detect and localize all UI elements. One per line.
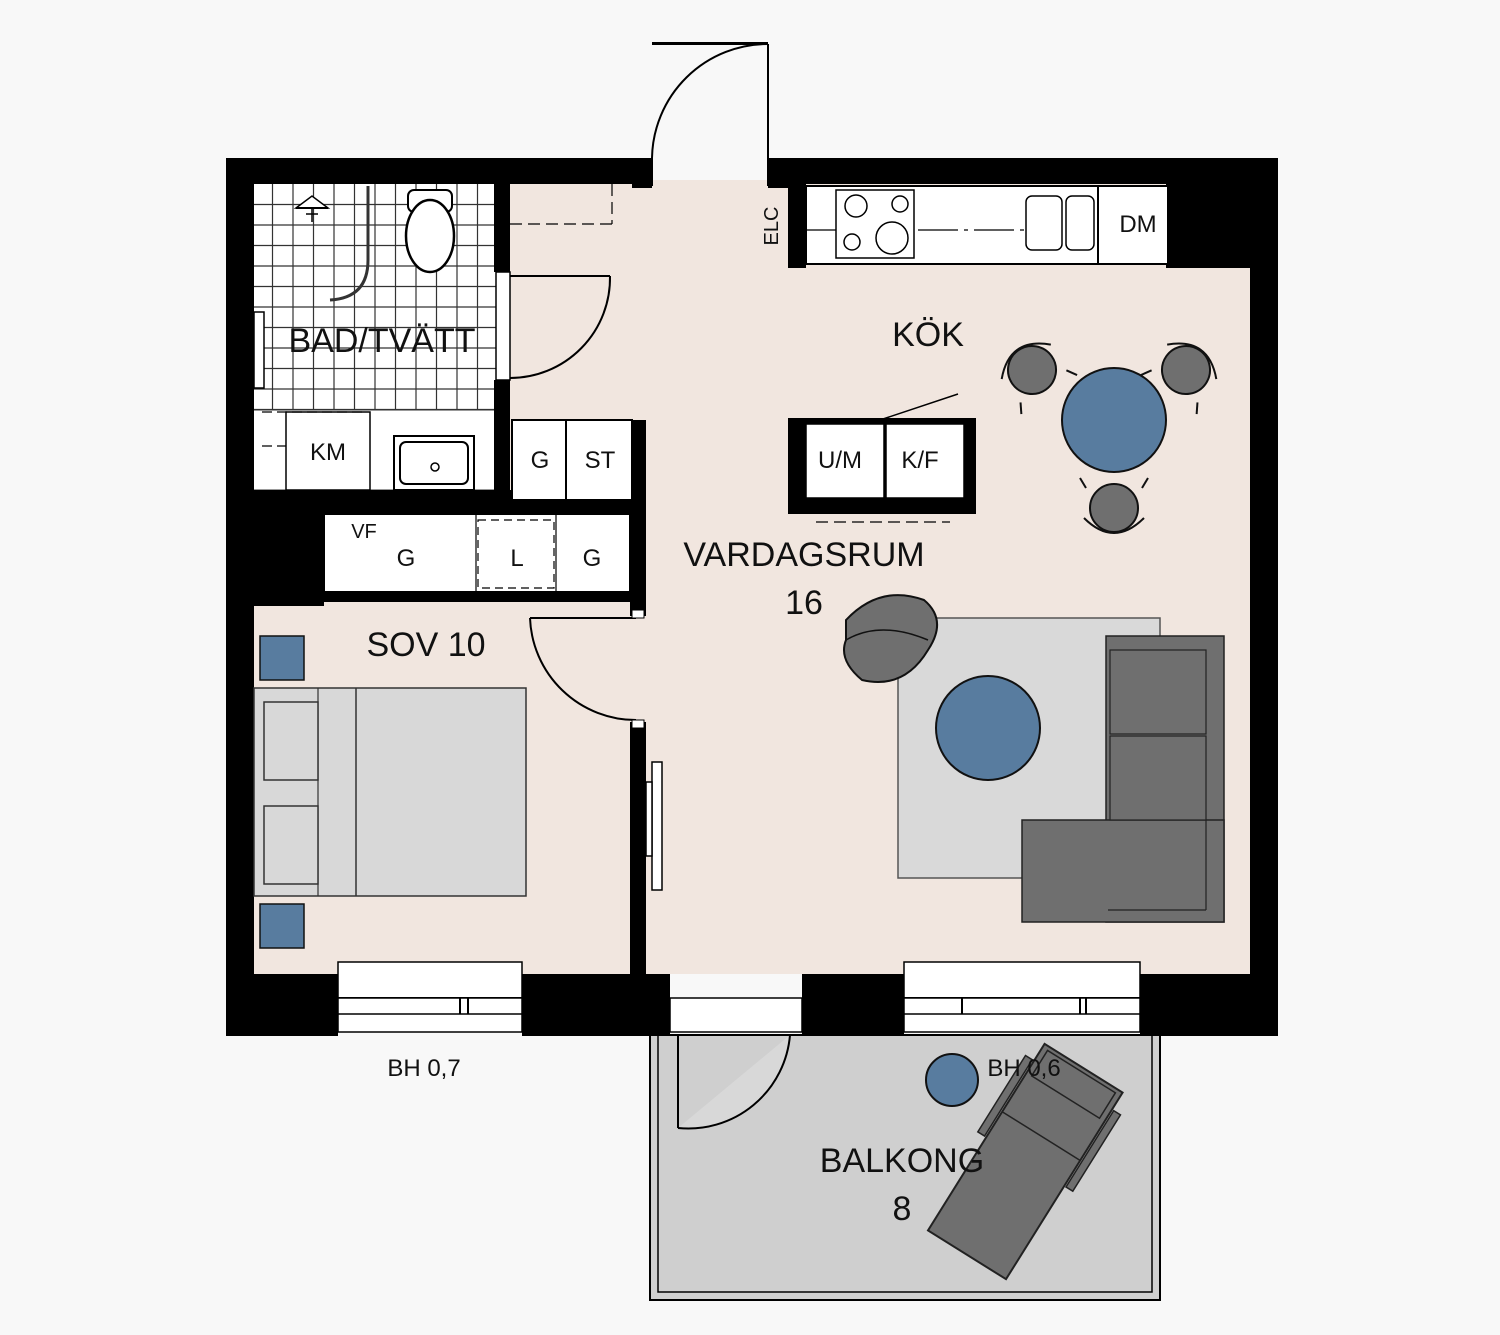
room-area-living: 16 <box>785 584 823 622</box>
kitchen-counter: DM <box>805 185 1169 265</box>
living-furniture <box>843 594 1225 923</box>
dining-set <box>1000 342 1218 534</box>
shower-icon <box>293 186 370 302</box>
toilet-icon <box>404 189 456 274</box>
fixture-label-km: KM <box>310 439 346 466</box>
closet-vf-g-l-g: VF G L G <box>323 513 631 593</box>
fixture-label-vf: VF <box>351 521 377 543</box>
sink-icon <box>393 435 475 491</box>
fridge-freezer-unit: U/M K/F <box>788 418 976 523</box>
sun-lounger <box>926 1042 1124 1281</box>
balcony-table <box>925 1053 979 1107</box>
room-label-living: VARDAGSRUM <box>683 536 924 574</box>
nightstand <box>259 635 305 681</box>
room-label-bedroom: SOV 10 <box>366 626 485 664</box>
room-label-bath: BAD/TVÄTT <box>288 322 475 360</box>
window-height-left: BH 0,7 <box>387 1055 460 1082</box>
fixture-label-dm: DM <box>1119 211 1156 238</box>
washing-machine: KM <box>262 411 371 491</box>
nightstand <box>259 903 305 949</box>
bathtub-edge <box>253 311 265 389</box>
fixture-label-elc: ELC <box>761 207 783 246</box>
room-label-balcony: BALKONG <box>820 1142 984 1180</box>
armchair <box>843 594 938 683</box>
dining-table <box>1061 367 1167 473</box>
fixture-label-st: ST <box>585 447 616 474</box>
balcony-door[interactable] <box>669 997 803 1130</box>
window-bedroom <box>337 961 523 1033</box>
fixture-label-g2: G <box>397 545 416 572</box>
kitchen-sink-icon <box>1025 195 1063 251</box>
pillow <box>263 805 319 885</box>
fixture-label-kf: K/F <box>901 447 938 474</box>
window-height-right: BH 0,6 <box>987 1055 1060 1082</box>
closet-g-st: G ST <box>511 419 633 501</box>
fixture-label-l: L <box>510 545 523 572</box>
dining-chair <box>1079 477 1149 534</box>
bedroom-door[interactable] <box>529 609 645 729</box>
room-area-balcony: 8 <box>893 1190 912 1228</box>
bed <box>253 687 527 897</box>
window-living <box>903 961 1141 1033</box>
fixture-label-g3: G <box>583 545 602 572</box>
dining-chair <box>1000 342 1078 415</box>
room-label-kitchen: KÖK <box>892 316 964 354</box>
sofa <box>1021 635 1225 923</box>
hall-shelf <box>645 761 663 891</box>
bathroom-door[interactable] <box>495 184 613 381</box>
dining-chair <box>1140 342 1218 415</box>
fixture-label-g1: G <box>531 447 550 474</box>
walls <box>226 158 1278 1036</box>
entry-door[interactable] <box>651 42 769 186</box>
fixture-label-um: U/M <box>818 447 862 474</box>
pillow <box>263 701 319 781</box>
coffee-table <box>935 675 1041 781</box>
